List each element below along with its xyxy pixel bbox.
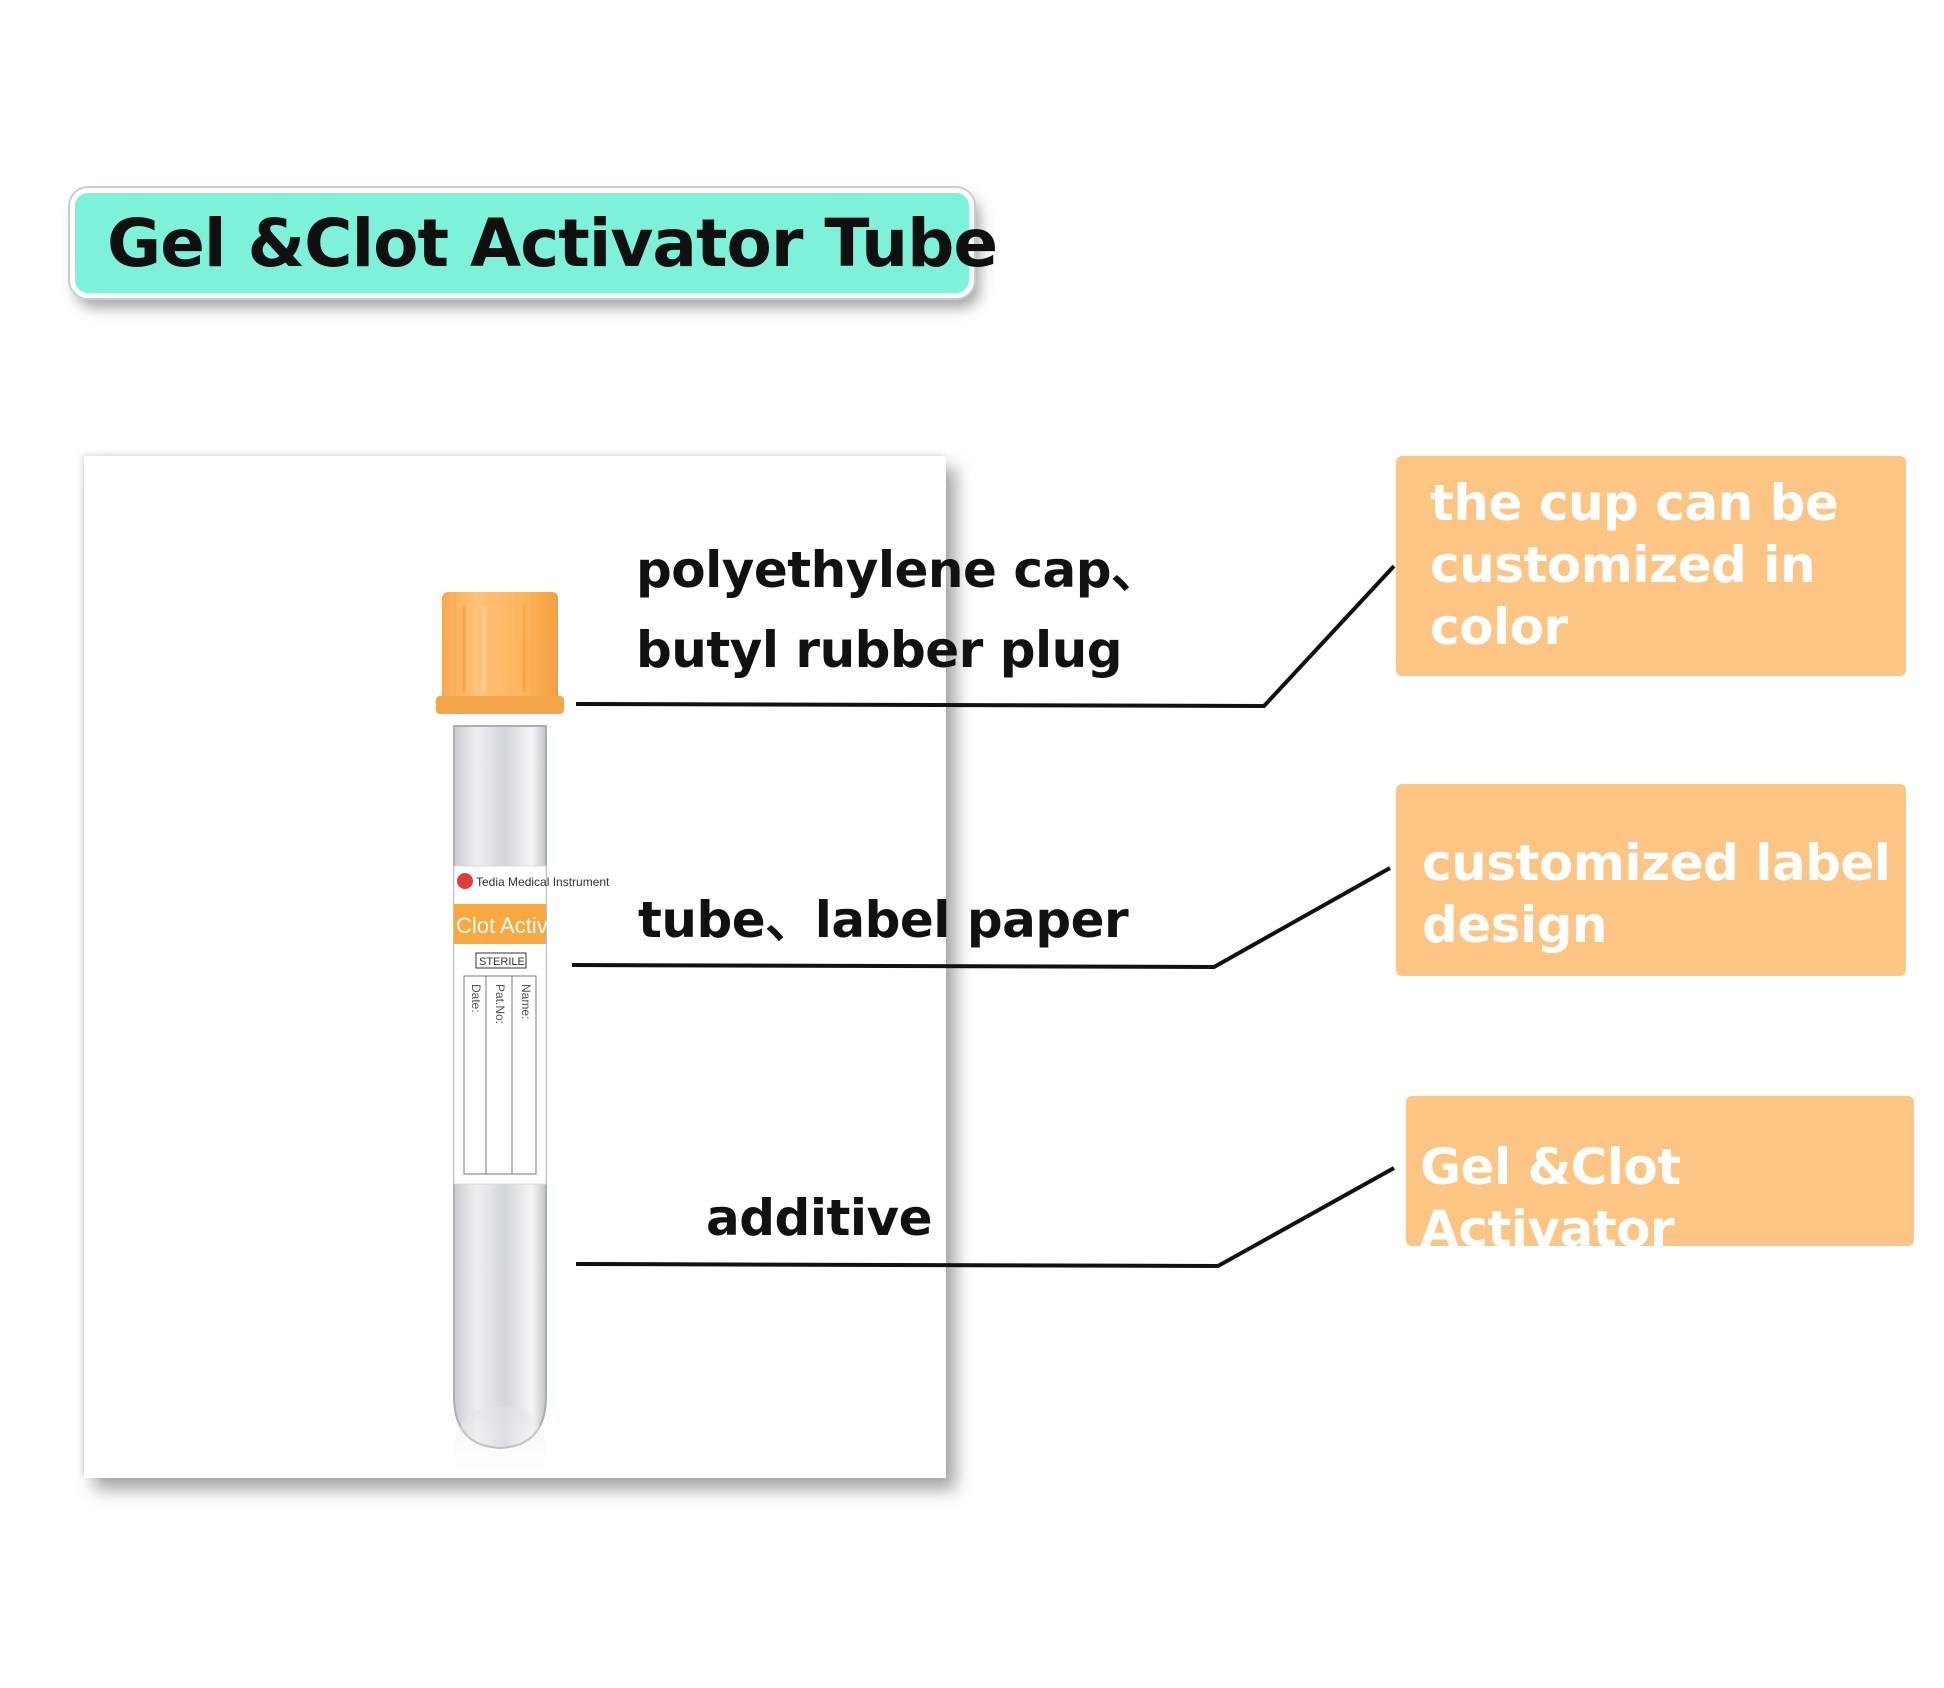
tube-cap <box>442 592 558 708</box>
tube-reflection <box>454 1406 546 1478</box>
page-title: Gel &Clot Activator Tube <box>107 204 998 282</box>
box-label-design: customized label design <box>1396 784 1906 976</box>
box-label-design-line1: customized label <box>1422 834 1891 892</box>
callout-additive: additive <box>706 1178 933 1258</box>
tube-label-product: Clot Activator <box>456 913 586 938</box>
box-gel-clot-activator: Gel &Clot Activator <box>1406 1096 1914 1258</box>
tube-label-name-field: Name: <box>519 984 533 1019</box>
callout-tube-label: tube、label paper <box>638 880 1129 960</box>
tube-label-patno-field: Pat.No: <box>493 984 507 1024</box>
callout-cap-line2: butyl rubber plug <box>636 621 1123 679</box>
tube-label-sterile: STERILE <box>479 956 525 968</box>
tube-label-date-field: Date: <box>469 984 483 1013</box>
box-label-design-line2: design <box>1422 896 1608 954</box>
box-cap-color-line1: the cup can be <box>1430 474 1839 532</box>
callout-cap: polyethylene cap、 butyl rubber plug <box>636 530 1161 690</box>
callout-tube-label-line1: tube、label paper <box>638 891 1129 949</box>
blood-tube-illustration: Tedia Medical Instrument Clot Activator … <box>436 592 610 1478</box>
callout-additive-line1: additive <box>706 1189 933 1247</box>
box-cap-color-line3: color <box>1430 598 1568 656</box>
callout-cap-line1: polyethylene cap、 <box>636 541 1161 599</box>
box-cap-color: the cup can be customized in color <box>1396 456 1906 676</box>
tube-label-brand: Tedia Medical Instrument <box>476 875 610 889</box>
title-badge: Gel &Clot Activator Tube <box>70 188 998 298</box>
box-gel-clot-activator-line1: Gel &Clot Activator <box>1420 1138 1681 1258</box>
tube-label-band <box>454 904 546 944</box>
brand-logo-icon <box>457 873 473 889</box>
box-cap-color-line2: customized in <box>1430 536 1815 594</box>
